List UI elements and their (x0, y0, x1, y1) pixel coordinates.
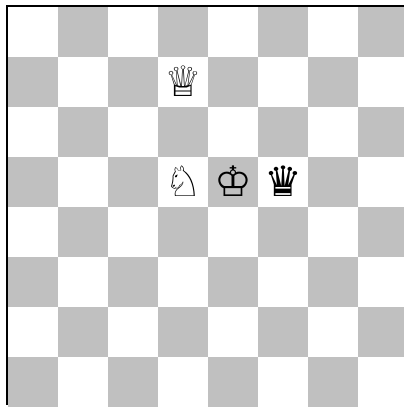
board-square[interactable] (58, 7, 108, 57)
board-square[interactable] (308, 57, 358, 107)
board-square[interactable] (8, 307, 58, 357)
board-square[interactable] (358, 57, 404, 107)
white-king-icon[interactable]: ♔ (214, 161, 252, 203)
board-square[interactable] (308, 7, 358, 57)
board-square[interactable]: ♔ (208, 157, 258, 207)
board-square[interactable] (358, 207, 404, 257)
board-square[interactable] (58, 357, 108, 407)
board-square[interactable] (158, 307, 208, 357)
board-square[interactable] (208, 307, 258, 357)
board-square[interactable] (358, 157, 404, 207)
board-square[interactable] (8, 107, 58, 157)
board-square[interactable] (208, 57, 258, 107)
board-square[interactable] (358, 7, 404, 57)
board-square[interactable] (108, 57, 158, 107)
board-square[interactable] (258, 107, 308, 157)
board-square[interactable] (208, 257, 258, 307)
board-square[interactable] (358, 307, 404, 357)
board-square[interactable] (158, 257, 208, 307)
board-square[interactable] (108, 107, 158, 157)
board-square[interactable] (8, 57, 58, 107)
board-square[interactable] (258, 207, 308, 257)
board-square[interactable] (258, 7, 308, 57)
white-knight-icon[interactable]: ♘ (164, 161, 202, 203)
board-square[interactable] (108, 157, 158, 207)
board-square[interactable] (208, 357, 258, 407)
board-square[interactable]: ♘ (158, 157, 208, 207)
board-square[interactable] (308, 307, 358, 357)
white-queen-icon[interactable]: ♕ (164, 61, 202, 103)
board-square[interactable] (158, 207, 208, 257)
board-square[interactable] (308, 207, 358, 257)
board-square[interactable] (108, 307, 158, 357)
board-square[interactable] (8, 207, 58, 257)
board-square[interactable] (8, 157, 58, 207)
board-square[interactable] (58, 207, 108, 257)
board-square[interactable] (308, 257, 358, 307)
board-square[interactable] (258, 357, 308, 407)
board-square[interactable] (158, 7, 208, 57)
board-square[interactable] (58, 257, 108, 307)
board-square[interactable] (108, 7, 158, 57)
board-square[interactable] (58, 307, 108, 357)
board-square[interactable] (108, 207, 158, 257)
board-square[interactable] (158, 357, 208, 407)
board-square[interactable] (258, 57, 308, 107)
board-square[interactable] (258, 307, 308, 357)
board-square[interactable] (358, 107, 404, 157)
board-square[interactable] (108, 357, 158, 407)
board-square[interactable] (308, 157, 358, 207)
black-queen-icon[interactable]: ♛ (264, 161, 302, 203)
board-square[interactable] (308, 357, 358, 407)
chess-board: ♕ ♘ ♔ ♛ (6, 5, 404, 405)
board-square[interactable] (258, 257, 308, 307)
board-square[interactable] (358, 257, 404, 307)
board-square[interactable]: ♕ (158, 57, 208, 107)
board-square[interactable]: ♛ (258, 157, 308, 207)
board-square[interactable] (308, 107, 358, 157)
board-square[interactable] (8, 357, 58, 407)
board-square[interactable] (8, 257, 58, 307)
board-square[interactable] (108, 257, 158, 307)
board-square[interactable] (208, 7, 258, 57)
board-square[interactable] (8, 7, 58, 57)
board-square[interactable] (58, 57, 108, 107)
board-square[interactable] (58, 107, 108, 157)
board-square[interactable] (58, 157, 108, 207)
board-square[interactable] (208, 107, 258, 157)
board-square[interactable] (208, 207, 258, 257)
board-square[interactable] (158, 107, 208, 157)
board-square[interactable] (358, 357, 404, 407)
